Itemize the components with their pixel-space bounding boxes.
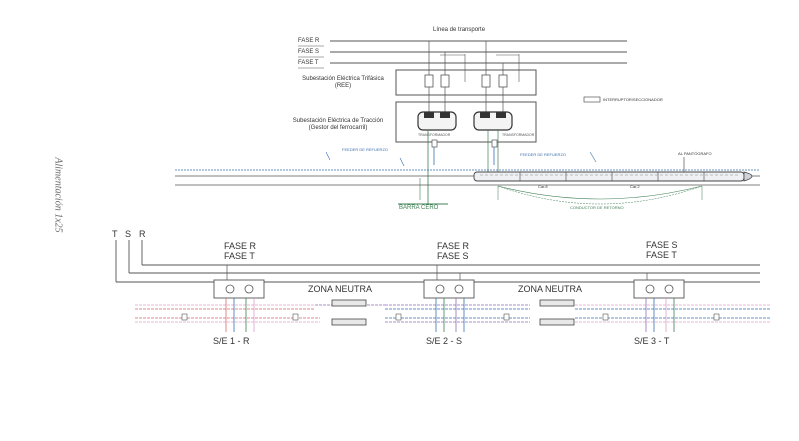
section-switch-icon (395, 313, 402, 321)
neutral-zone-label-1: ZONA NEUTRA (308, 284, 373, 294)
feeder-label-left: FEEDER DE REFUERZO (342, 147, 389, 152)
section-switch-icon (292, 313, 299, 321)
bus-label-t: T (112, 229, 118, 239)
section-switch-icon (181, 313, 188, 321)
insulator-icon (539, 299, 575, 307)
breaker-icon (481, 74, 491, 88)
traccion-box (395, 101, 537, 143)
insulator-icon (331, 299, 367, 307)
station-2-phase-b: FASE S (437, 251, 469, 261)
phase-label-r: FASE R (298, 38, 320, 44)
train-icon (473, 171, 753, 182)
section-switch-icon (602, 313, 609, 321)
breaker-icon (498, 74, 508, 88)
substation-box-3 (633, 279, 685, 299)
phase-label-s: FASE S (298, 49, 320, 55)
station-3-phase-a: FASE S (646, 240, 678, 250)
breaker-icon (431, 139, 438, 148)
breaker-icon (491, 139, 498, 148)
traccion-title: Subestación Eléctrica de Tracción(Gestor… (292, 118, 384, 131)
legend-label: INTERRUPTOR/SECCIONADOR (603, 97, 663, 102)
section-switch-icon (713, 313, 720, 321)
svg-text:TRANSFORMADOR: TRANSFORMADOR (502, 133, 535, 137)
station-3-phase-b: FASE T (646, 250, 677, 260)
trifasica-box (395, 69, 537, 96)
svg-text:TRANSFORMADOR: TRANSFORMADOR (418, 133, 451, 137)
car-label: Car.8 (538, 184, 548, 189)
section-switch-icon (503, 313, 510, 321)
transformer-icon (417, 111, 457, 131)
station-1-label: S/E 1 - R (213, 336, 250, 346)
transformer-icon (645, 284, 655, 294)
car-label: Car.2 (630, 184, 640, 189)
insulator-icon (539, 318, 575, 326)
conductor-note-label: CONDUCTOR DE RETORNO (570, 205, 624, 210)
station-2-phase-a: FASE R (437, 241, 470, 251)
bus-label-r: R (139, 229, 146, 239)
transformer-icon (244, 284, 254, 294)
pantografo-label: AL PANTÓGRAFO (678, 151, 712, 156)
transport-line-label: Línea de transporte (433, 27, 486, 33)
breaker-icon (440, 74, 450, 88)
station-1-phase-b: FASE T (224, 251, 255, 261)
station-1-phase-a: FASE R (224, 241, 257, 251)
barra-cero-label: BARRA CERO (399, 205, 439, 211)
substation-box-1 (213, 279, 265, 299)
station-3-label: S/E 3 - T (634, 336, 670, 346)
insulator-icon (331, 318, 367, 326)
bus-label-s: S (125, 229, 132, 239)
transformer-icon (225, 284, 235, 294)
breaker-legend-icon (583, 96, 601, 103)
substation-box-2 (423, 279, 475, 299)
breaker-icon (424, 74, 434, 88)
transformer-icon (435, 284, 445, 294)
transformer-icon (664, 284, 674, 294)
transformer-icon (473, 111, 513, 131)
feeder-label-mid: FEEDER DE REFUERZO (520, 152, 567, 157)
neutral-zone-insulators (331, 299, 575, 326)
trifasica-title: Subestación Eléctrica Trifásica(REE) (302, 76, 384, 89)
neutral-zone-label-2: ZONA NEUTRA (518, 284, 583, 294)
station-2-label: S/E 2 - S (426, 336, 463, 346)
transformer-icon (454, 284, 464, 294)
phase-label-t: FASE T (298, 60, 319, 66)
